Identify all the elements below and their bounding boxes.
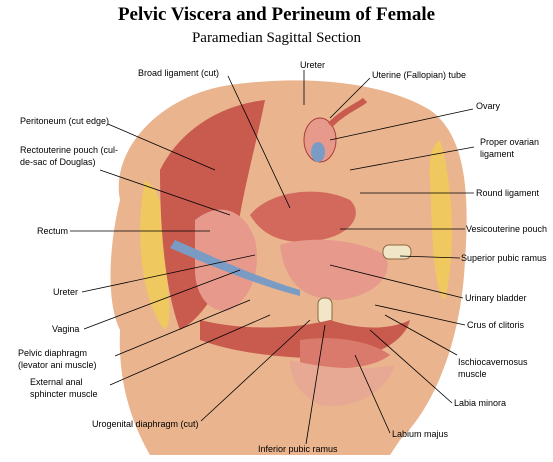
label-proper-ovarian-1: Proper ovarian	[480, 137, 539, 147]
uterine-tube-shape	[327, 97, 368, 128]
label-broad-ligament: Broad ligament (cut)	[138, 68, 219, 78]
label-ureter-top: Ureter	[300, 60, 325, 70]
superior-pubic-bone	[382, 244, 412, 260]
label-crus-clitoris: Crus of clitoris	[467, 320, 525, 330]
label-peritoneum: Peritoneum (cut edge)	[20, 116, 109, 126]
label-pelvic-diaphragm-1: Pelvic diaphragm	[18, 348, 87, 358]
ureter-band	[170, 240, 300, 296]
label-rectum: Rectum	[37, 226, 68, 236]
fat-layer-right	[429, 140, 452, 300]
label-labia-minora: Labia minora	[454, 398, 506, 408]
bladder-shape	[280, 239, 388, 300]
label-ischiocavernosus-2: muscle	[458, 369, 487, 379]
label-ischiocavernosus-1: Ischiocavernosus	[458, 357, 528, 367]
label-superior-pubic: Superior pubic ramus	[461, 253, 547, 263]
rectum-shape	[195, 209, 258, 311]
page-title: Pelvic Viscera and Perineum of Female	[117, 4, 436, 25]
uterus-shape	[250, 191, 356, 242]
leader-lines	[70, 70, 475, 445]
illustration	[110, 80, 467, 455]
label-uterine-tube: Uterine (Fallopian) tube	[372, 70, 466, 80]
label-external-anal-2: sphincter muscle	[30, 389, 98, 399]
label-ureter-left: Ureter	[53, 287, 78, 297]
label-labium-majus: Labium majus	[392, 429, 449, 439]
label-external-anal-1: External anal	[30, 377, 83, 387]
labia-shape	[300, 338, 390, 369]
label-rectouterine-2: de-sac of Douglas)	[20, 157, 96, 167]
labium-majus-shape	[290, 360, 395, 406]
label-rectouterine-1: Rectouterine pouch (cul-	[20, 145, 118, 155]
labels: Broad ligament (cut) Ureter Uterine (Fal…	[18, 60, 547, 454]
page-subtitle: Paramedian Sagittal Section	[191, 30, 362, 46]
label-inferior-pubic: Inferior pubic ramus	[258, 444, 338, 454]
ovary-blue	[311, 142, 325, 162]
label-vesicouterine: Vesicouterine pouch	[466, 224, 547, 234]
label-vagina: Vagina	[52, 324, 79, 334]
label-urinary-bladder: Urinary bladder	[465, 293, 527, 303]
label-round-ligament: Round ligament	[476, 188, 540, 198]
label-pelvic-diaphragm-2: (levator ani muscle)	[18, 360, 97, 370]
label-proper-ovarian-2: ligament	[480, 149, 515, 159]
label-ovary: Ovary	[476, 101, 501, 111]
label-urogenital: Urogenital diaphragm (cut)	[92, 419, 199, 429]
